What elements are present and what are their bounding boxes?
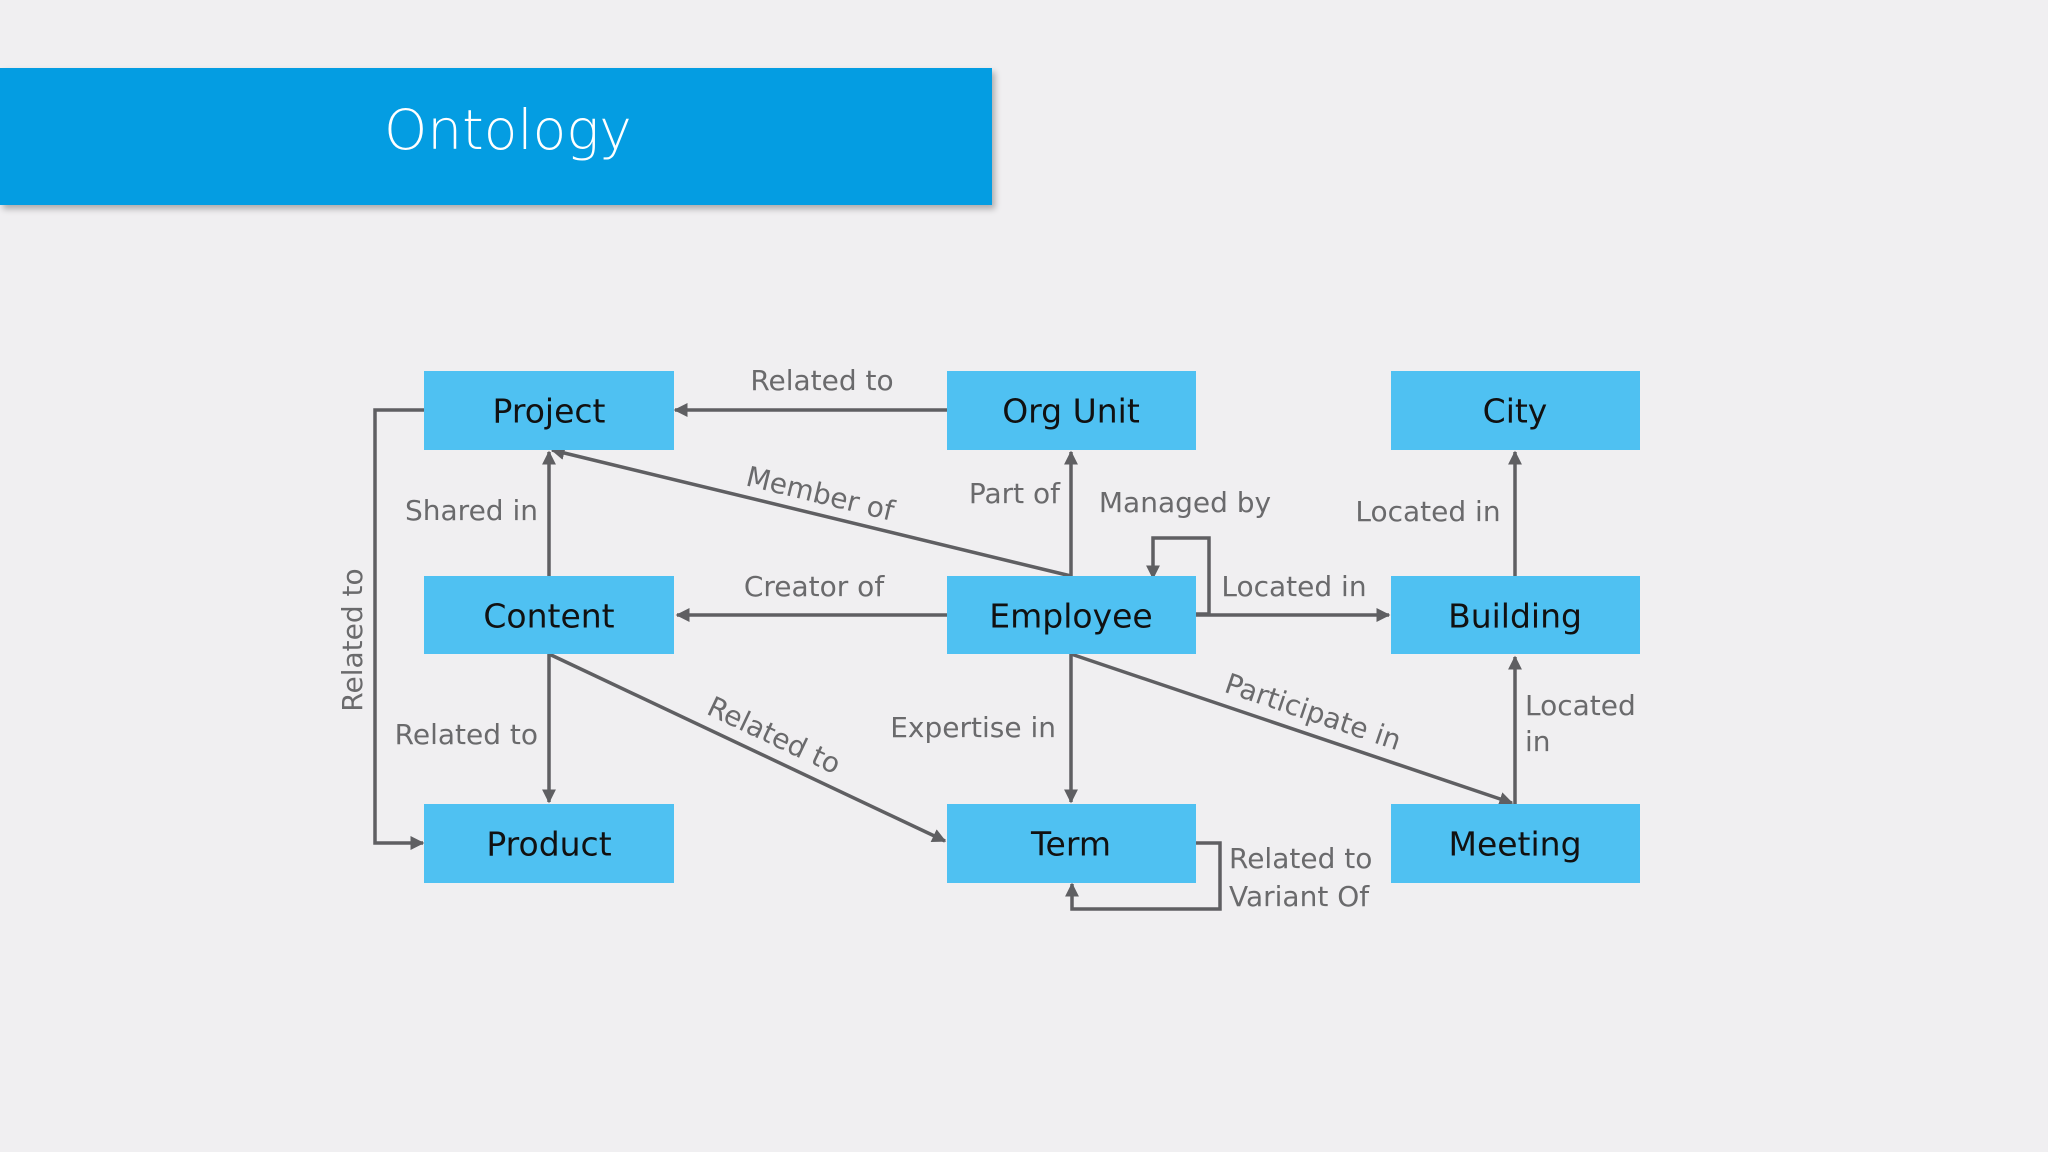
page-title: Ontology	[384, 98, 632, 162]
edge-label-employee-orgunit: Part of	[969, 477, 1061, 510]
edge-label-project-product: Related to	[336, 568, 369, 711]
node-employee: Employee	[947, 576, 1196, 654]
edge-content-term	[548, 652, 947, 843]
node-label: Org Unit	[1002, 392, 1140, 431]
edge-labels: Related to Member of Part of Managed by …	[336, 364, 1636, 913]
edge-label-term-self-2: Variant Of	[1229, 880, 1370, 913]
edge-label-employee-content: Creator of	[744, 570, 885, 603]
edge-label-employee-meeting: Participate in	[1221, 667, 1406, 757]
node-label: Content	[483, 597, 614, 636]
title-banner	[0, 68, 992, 205]
node-org-unit: Org Unit	[947, 371, 1196, 450]
node-label: Product	[486, 825, 611, 864]
edge-project-product	[373, 408, 425, 850]
node-label: City	[1483, 392, 1548, 431]
node-label: Building	[1448, 597, 1582, 636]
edge-label-employee-self: Managed by	[1099, 486, 1271, 519]
node-term: Term	[947, 804, 1196, 883]
node-project: Project	[424, 371, 674, 450]
node-label: Project	[493, 392, 606, 431]
edge-label-term-self-1: Related to	[1229, 842, 1372, 875]
node-building: Building	[1391, 576, 1640, 654]
edge-term-self	[1065, 841, 1222, 911]
nodes: Project Org Unit City Content Employee B…	[424, 371, 1640, 883]
node-meeting: Meeting	[1391, 804, 1640, 883]
node-label: Employee	[989, 597, 1152, 636]
edge-label-employee-term: Expertise in	[890, 711, 1056, 744]
edge-label-orgunit-project: Related to	[750, 364, 893, 397]
node-product: Product	[424, 804, 674, 883]
edge-label-building-city: Located in	[1355, 495, 1500, 528]
edge-employee-project	[550, 446, 1072, 578]
node-content: Content	[424, 576, 674, 654]
node-label: Meeting	[1448, 825, 1581, 864]
node-label: Term	[1030, 825, 1111, 864]
edge-label-employee-building: Located in	[1221, 570, 1366, 603]
edge-label-meeting-building-1: Located	[1525, 689, 1636, 722]
edge-employee-meeting	[1070, 652, 1514, 806]
edge-label-meeting-building-2: in	[1525, 725, 1551, 758]
edge-label-content-product: Related to	[395, 718, 538, 751]
edges	[373, 403, 1522, 911]
edge-label-employee-project: Member of	[743, 460, 899, 528]
node-city: City	[1391, 371, 1640, 450]
edge-label-content-project: Shared in	[405, 494, 538, 527]
